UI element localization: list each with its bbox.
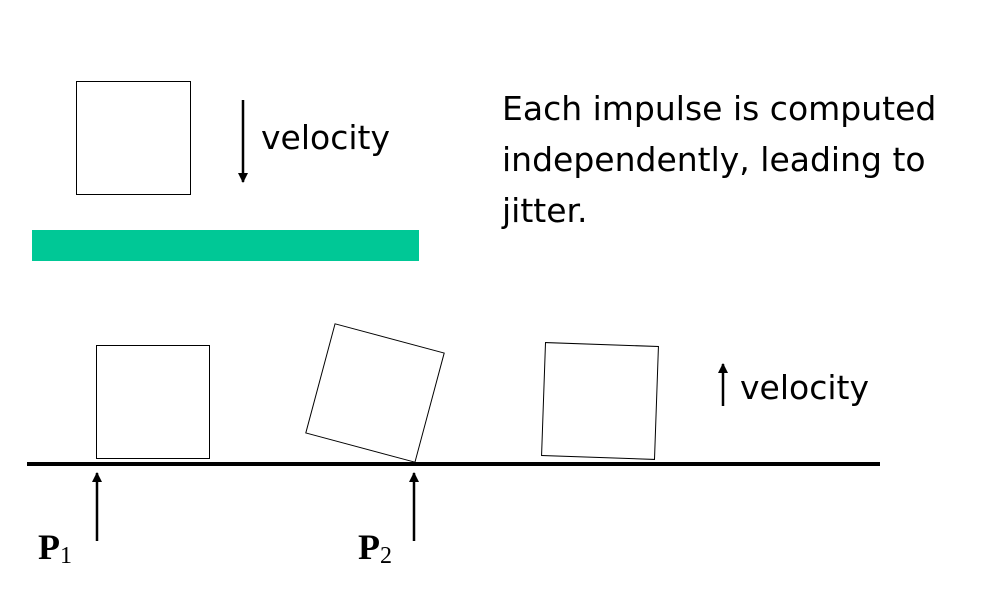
contact-label-p2: P2: [358, 527, 392, 568]
ground-plate: [32, 230, 419, 261]
resting-box: [96, 345, 210, 459]
contact-label-p2-main: P: [358, 527, 380, 567]
contact-label-p1-main: P: [38, 527, 60, 567]
top-velocity-label: velocity: [261, 118, 390, 157]
bottom-velocity-label: velocity: [740, 368, 869, 407]
falling-box: [76, 81, 191, 195]
contact-label-p2-sub: 2: [380, 543, 392, 569]
contact-label-p1: P1: [38, 527, 72, 568]
caption-text: Each impulse is computed independently, …: [502, 89, 937, 230]
contact-label-p1-sub: 1: [60, 543, 72, 569]
